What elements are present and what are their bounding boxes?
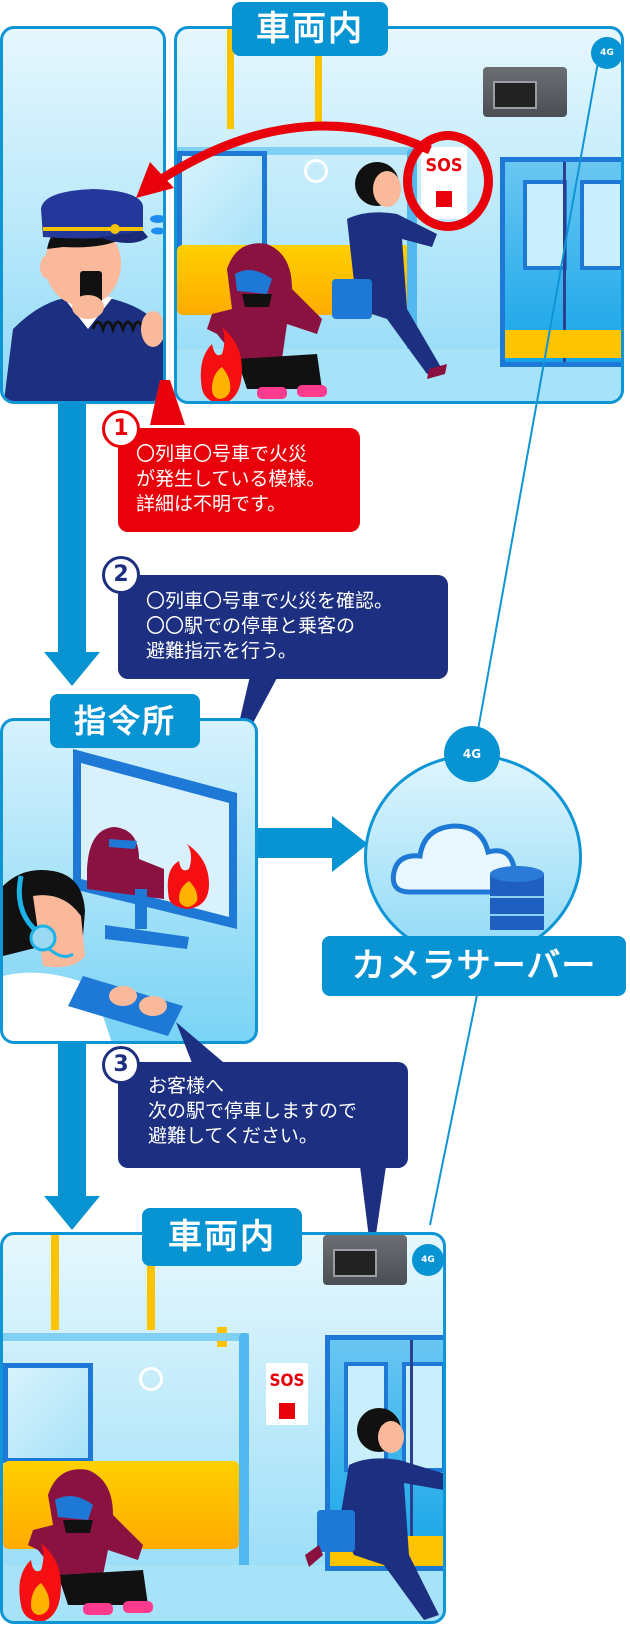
flow-arrowhead-1 <box>44 652 100 686</box>
arsonist-illustration <box>19 1469 153 1621</box>
arsonist-illustration <box>200 243 327 401</box>
callout-step1: 〇列車〇号車で火災 が発生している模様。 詳細は不明です。 <box>118 428 360 532</box>
callout-step3: お客様へ 次の駅で停車しますので 避難してください。 <box>118 1062 408 1168</box>
cloud-database-icon <box>390 823 544 930</box>
fleeing-passenger-illustration <box>332 162 447 379</box>
conductor-illustration <box>4 189 163 401</box>
callout-pointer-step3-bottom <box>360 1166 386 1262</box>
hand-ring <box>139 1367 163 1391</box>
train-door <box>500 157 621 367</box>
flow-arrowhead-2 <box>44 1196 100 1230</box>
train-window <box>3 1363 93 1463</box>
callout-step2: 〇列車〇号車で火災を確認。 〇〇駅での停車と乗客の 避難指示を行う。 <box>118 575 448 679</box>
flow-arrowhead-right <box>332 816 368 872</box>
scene-label-train-car: 車両内 <box>232 2 388 56</box>
command-center-panel <box>0 718 258 1044</box>
step-number-3: 3 <box>102 1046 140 1084</box>
antenna-4g-icon: 4G <box>444 726 500 782</box>
train-car-panel-bottom: SOS <box>0 1232 446 1624</box>
hand-ring <box>304 159 328 183</box>
callout-pointer-step3-top <box>176 1022 230 1068</box>
network-link-bottom <box>429 989 479 1226</box>
step-number-1: 1 <box>102 410 140 448</box>
conductor-panel <box>0 26 166 404</box>
onboard-camera <box>483 67 567 117</box>
scene-label-train-car: 車両内 <box>142 1208 302 1266</box>
sos-label: SOS <box>269 1371 305 1391</box>
camera-server-label: カメラサーバー <box>322 936 626 996</box>
alert-arrow <box>136 121 432 198</box>
step-number-2: 2 <box>102 556 140 594</box>
antenna-4g-icon: 4G <box>591 37 621 69</box>
antenna-4g-icon: 4G <box>412 1244 444 1276</box>
sos-button <box>279 1403 295 1419</box>
train-car-panel-top: 4G SOS <box>174 26 624 404</box>
onboard-camera <box>323 1235 407 1285</box>
operator-illustration <box>3 870 183 1041</box>
fleeing-passenger-illustration <box>305 1408 443 1620</box>
flow-arrow-right <box>258 828 334 858</box>
monitor-illustration <box>73 749 237 949</box>
flow-arrow-down-2 <box>58 1044 86 1200</box>
flow-arrow-down-1 <box>58 404 86 656</box>
command-center-label: 指令所 <box>50 694 200 748</box>
network-link-top <box>477 61 599 731</box>
callout-pointer-step1 <box>150 380 185 425</box>
sos-highlight-circle <box>403 131 493 231</box>
sos-panel: SOS <box>266 1363 308 1425</box>
